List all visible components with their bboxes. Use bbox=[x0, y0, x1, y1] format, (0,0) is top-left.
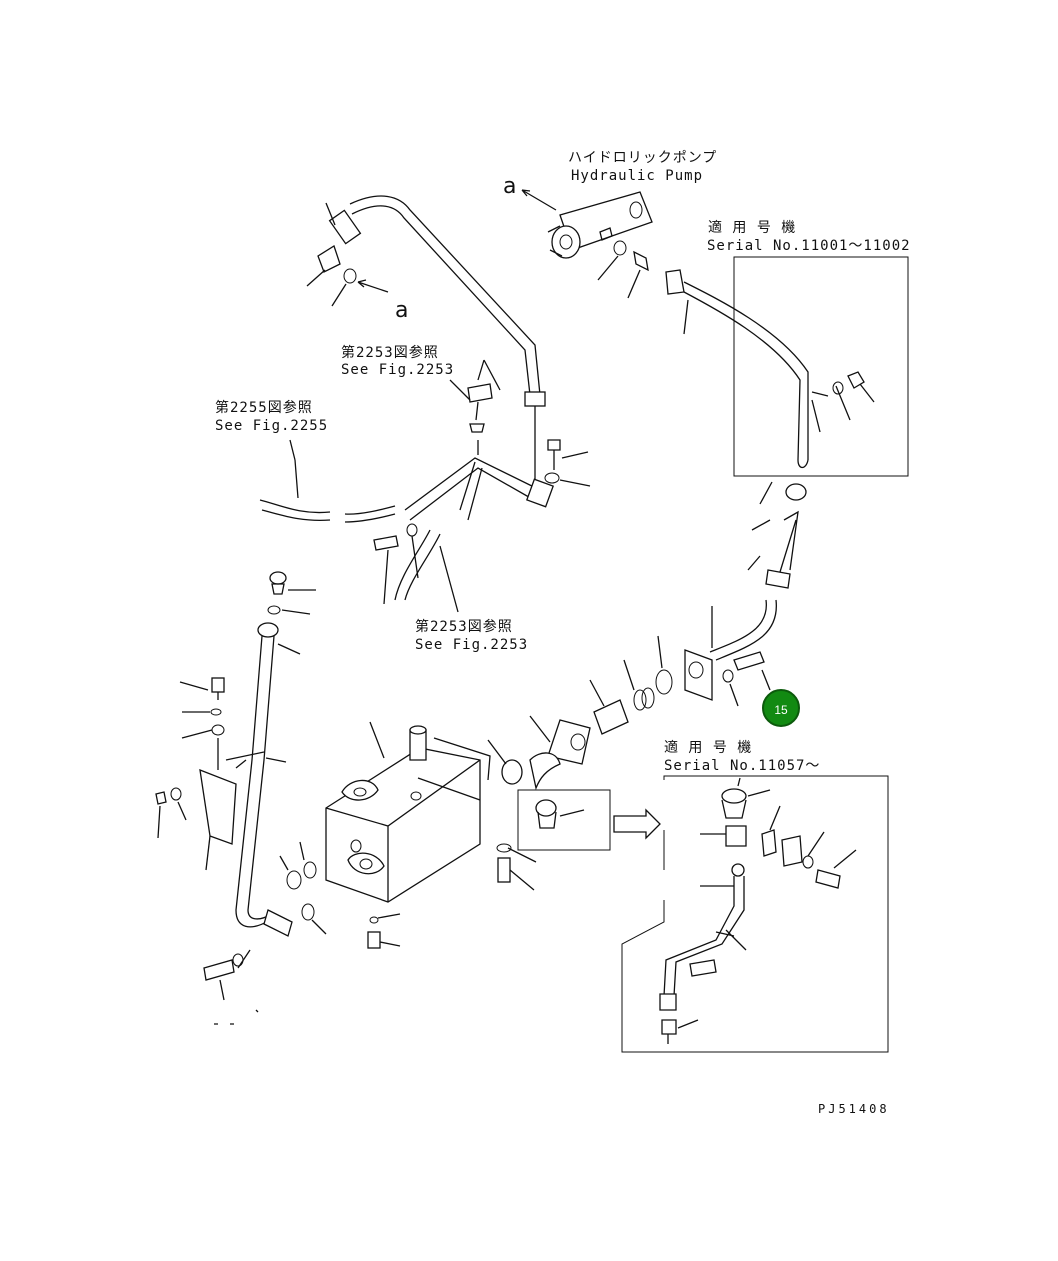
marker-a-left: a bbox=[395, 298, 409, 323]
arrow-a-top bbox=[521, 189, 557, 211]
fig2253-mid-ja: 第2253図参照 bbox=[415, 619, 513, 635]
fig2255-ja: 第2255図参照 bbox=[215, 400, 313, 416]
part-callout-15[interactable]: 15 bbox=[762, 689, 800, 727]
hydraulic-tank bbox=[325, 721, 491, 903]
serial-note-2-en: Serial No.11057〜 bbox=[664, 758, 821, 774]
pump-label-ja: ハイドロリックポンプ bbox=[568, 150, 718, 166]
marker-a-top: a bbox=[503, 174, 517, 199]
serial-note-1-en: Serial No.11001〜11002 bbox=[707, 238, 911, 254]
fig2253-top-ja: 第2253図参照 bbox=[341, 345, 439, 361]
pump-label-en: Hydraulic Pump bbox=[571, 168, 704, 184]
suction-pipe bbox=[325, 195, 546, 480]
fig2255-en: See Fig.2255 bbox=[215, 418, 329, 434]
drawing-code: PJ51408 bbox=[818, 1102, 890, 1116]
serial-note-1-ja: 適 用 号 機 bbox=[708, 220, 797, 236]
fig2253-top-en: See Fig.2253 bbox=[341, 362, 455, 378]
hydraulic-pump bbox=[547, 191, 653, 259]
serial-note-2-ja: 適 用 号 機 bbox=[664, 740, 753, 756]
fig2253-mid-en: See Fig.2253 bbox=[415, 637, 529, 653]
